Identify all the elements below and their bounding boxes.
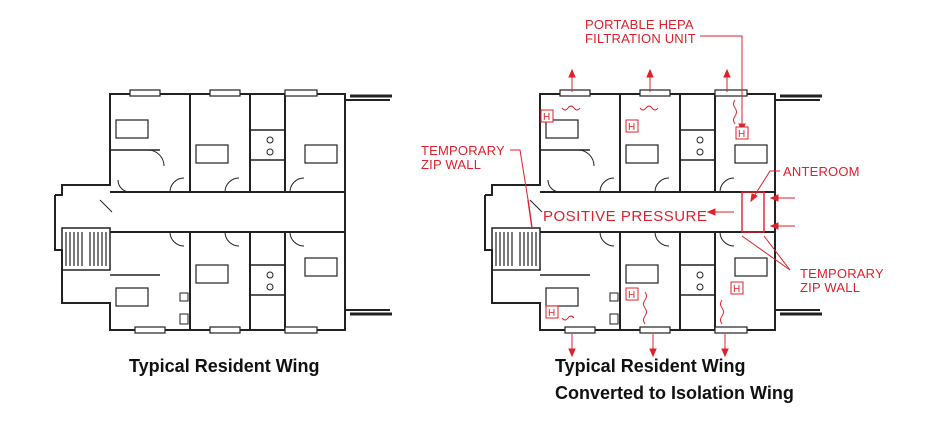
hepa-label-line1: PORTABLE HEPA xyxy=(585,17,694,32)
hepa-unit-1 xyxy=(540,109,554,123)
hepa-marker-3: H xyxy=(738,129,746,140)
hepa-label-line2: FILTRATION UNIT xyxy=(585,31,696,46)
hepa-unit-5 xyxy=(730,281,744,295)
anteroom-leader xyxy=(752,170,780,199)
hepa-marker-1: H xyxy=(543,112,551,123)
zipwall-left-line2: ZIP WALL xyxy=(421,157,482,172)
hepa-unit-6 xyxy=(545,305,559,319)
hepa-marker-4: H xyxy=(628,290,636,301)
zipwall-right-line2: ZIP WALL xyxy=(800,280,861,295)
right-caption-line1: Typical Resident Wing xyxy=(555,356,746,376)
anteroom-label: ANTEROOM xyxy=(783,164,860,179)
hepa-marker-6: H xyxy=(548,308,556,319)
hepa-unit-3 xyxy=(735,126,749,140)
positive-pressure-label: POSITIVE PRESSURE xyxy=(543,208,708,225)
hepa-unit-4 xyxy=(625,287,639,301)
zipwall-right-line1: TEMPORARY xyxy=(800,266,884,281)
anteroom-box xyxy=(741,191,765,233)
hepa-marker-5: H xyxy=(733,284,741,295)
hepa-leader-line xyxy=(700,35,743,128)
left-floor-plan xyxy=(53,88,394,335)
hepa-marker-2: H xyxy=(628,122,636,133)
hepa-unit-2 xyxy=(625,119,639,133)
zipwall-left-line1: TEMPORARY xyxy=(421,143,505,158)
right-caption-line2: Converted to Isolation Wing xyxy=(555,383,794,403)
left-caption: Typical Resident Wing xyxy=(129,356,320,376)
isolation-annotations xyxy=(510,35,795,358)
